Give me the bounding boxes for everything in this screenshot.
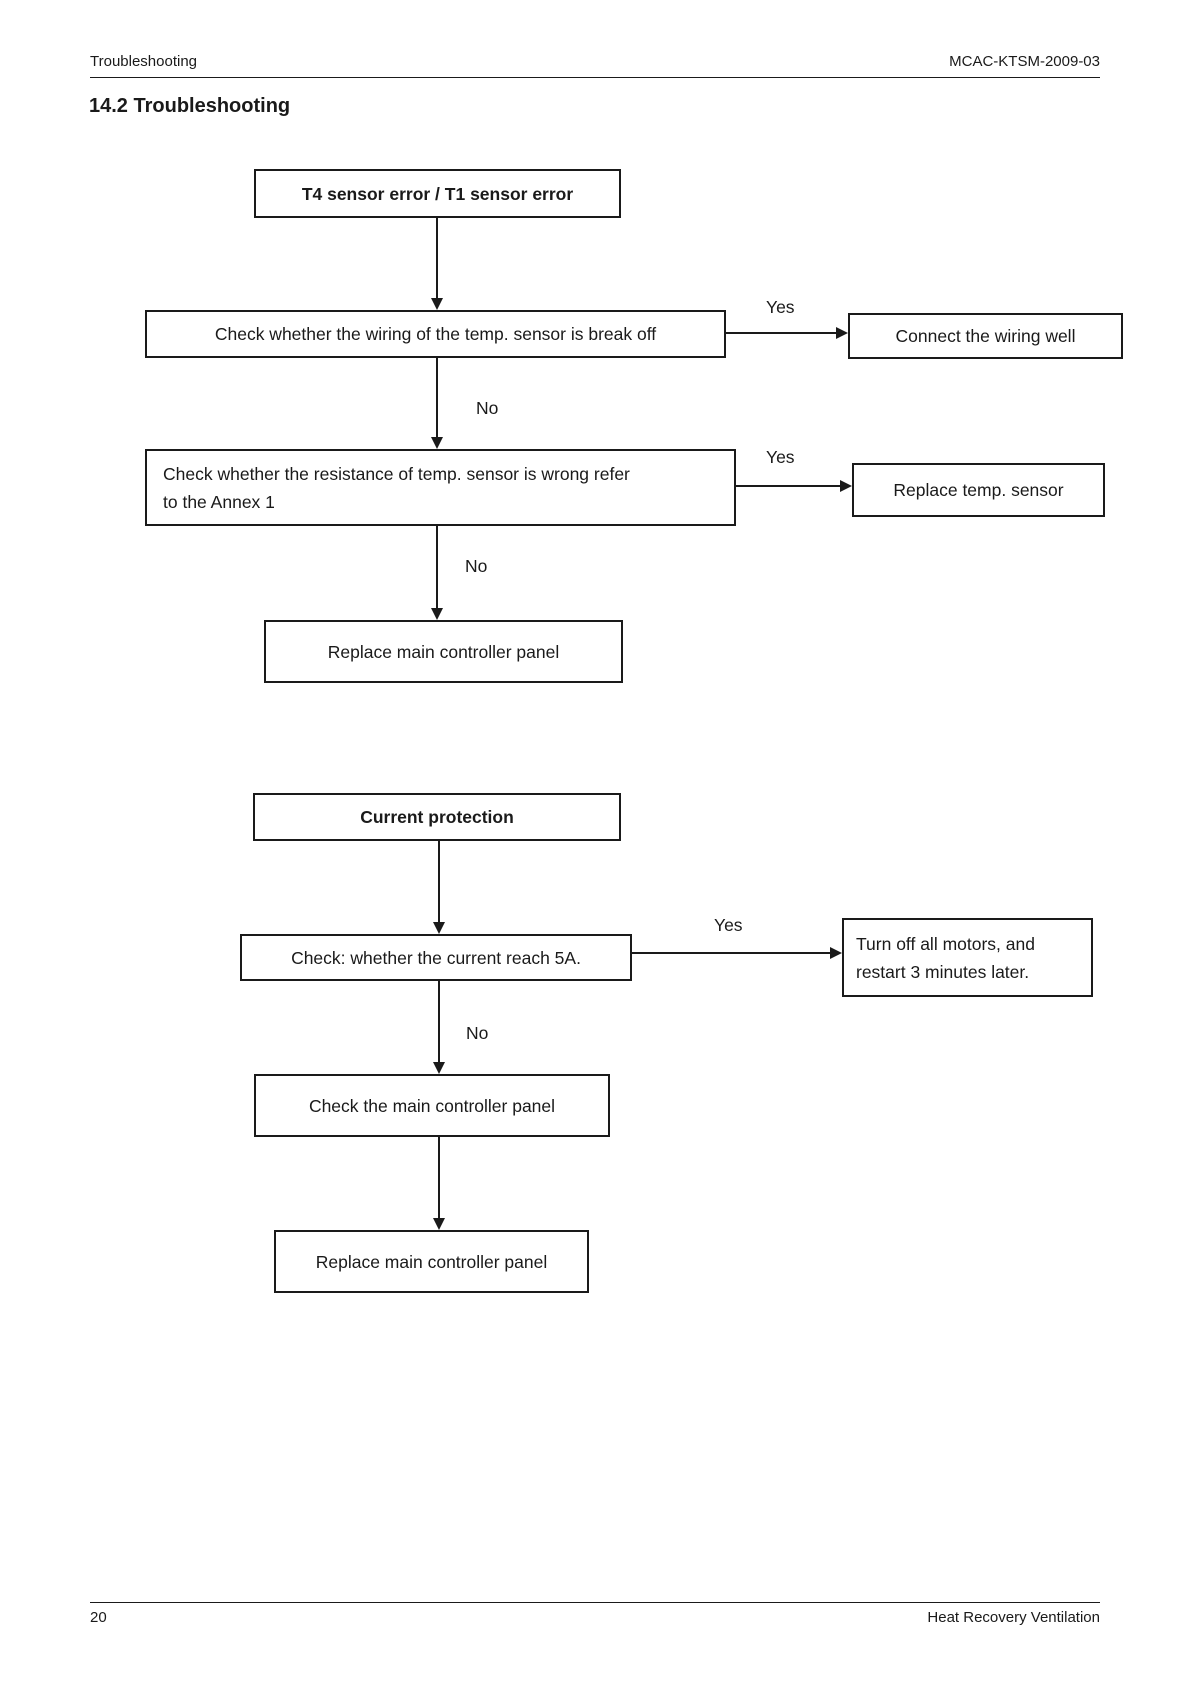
- footer-document-title: Heat Recovery Ventilation: [927, 1609, 1100, 1626]
- fc1-start-box: T4 sensor error / T1 sensor error: [254, 169, 621, 218]
- fc1-step2-no-label: No: [465, 556, 488, 576]
- fc1-step1-yes-label: Yes: [766, 297, 795, 317]
- footer-page-number: 20: [90, 1609, 107, 1626]
- header-rule: [90, 77, 1100, 78]
- fc1-step2-box: Check whether the resistance of temp. se…: [145, 449, 736, 526]
- fc1-arrow-step2-to-step3: [430, 526, 443, 620]
- fc2-arrow-step1-to-step2: [432, 981, 445, 1074]
- fc1-step1-no-label: No: [476, 398, 499, 418]
- fc2-arrow-start-to-step1: [432, 841, 445, 934]
- header-section-name: Troubleshooting: [90, 53, 198, 70]
- header-document-code: MCAC-KTSM-2009-03: [949, 53, 1100, 70]
- fc2-arrow-step1-yes: [632, 946, 842, 959]
- fc2-step1-yes-label: Yes: [714, 915, 743, 935]
- fc2-start-box: Current protection: [253, 793, 621, 841]
- fc1-step3-box: Replace main controller panel: [264, 620, 623, 683]
- fc2-arrow-step2-to-step3: [432, 1137, 445, 1230]
- fc1-step1-yes-box: Connect the wiring well: [848, 313, 1123, 359]
- fc2-step3-box: Replace main controller panel: [274, 1230, 589, 1293]
- fc2-step1-yes-box: Turn off all motors, and restart 3 minut…: [842, 918, 1093, 997]
- section-title: 14.2 Troubleshooting: [89, 95, 291, 117]
- footer-rule: [90, 1602, 1100, 1603]
- fc1-arrow-start-to-step1: [430, 218, 443, 310]
- fc1-arrow-step1-to-step2: [430, 358, 443, 449]
- fc1-step2-yes-box: Replace temp. sensor: [852, 463, 1105, 517]
- fc2-step1-no-label: No: [466, 1023, 489, 1043]
- fc1-step1-box: Check whether the wiring of the temp. se…: [145, 310, 726, 358]
- fc1-arrow-step2-yes: [736, 479, 852, 492]
- fc1-arrow-step1-yes: [726, 326, 848, 339]
- fc2-step1-box: Check: whether the current reach 5A.: [240, 934, 632, 981]
- fc2-step2-box: Check the main controller panel: [254, 1074, 610, 1137]
- fc1-step2-yes-label: Yes: [766, 447, 795, 467]
